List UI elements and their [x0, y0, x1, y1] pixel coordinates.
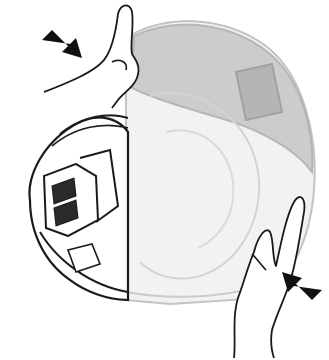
top-hand	[44, 5, 139, 108]
chin-vent-frame	[44, 164, 98, 236]
solid-helmet	[29, 115, 128, 300]
top-hand-outline	[44, 5, 139, 108]
arrow-left-up-icon	[282, 272, 322, 300]
arrow-right-down-icon	[42, 30, 82, 58]
